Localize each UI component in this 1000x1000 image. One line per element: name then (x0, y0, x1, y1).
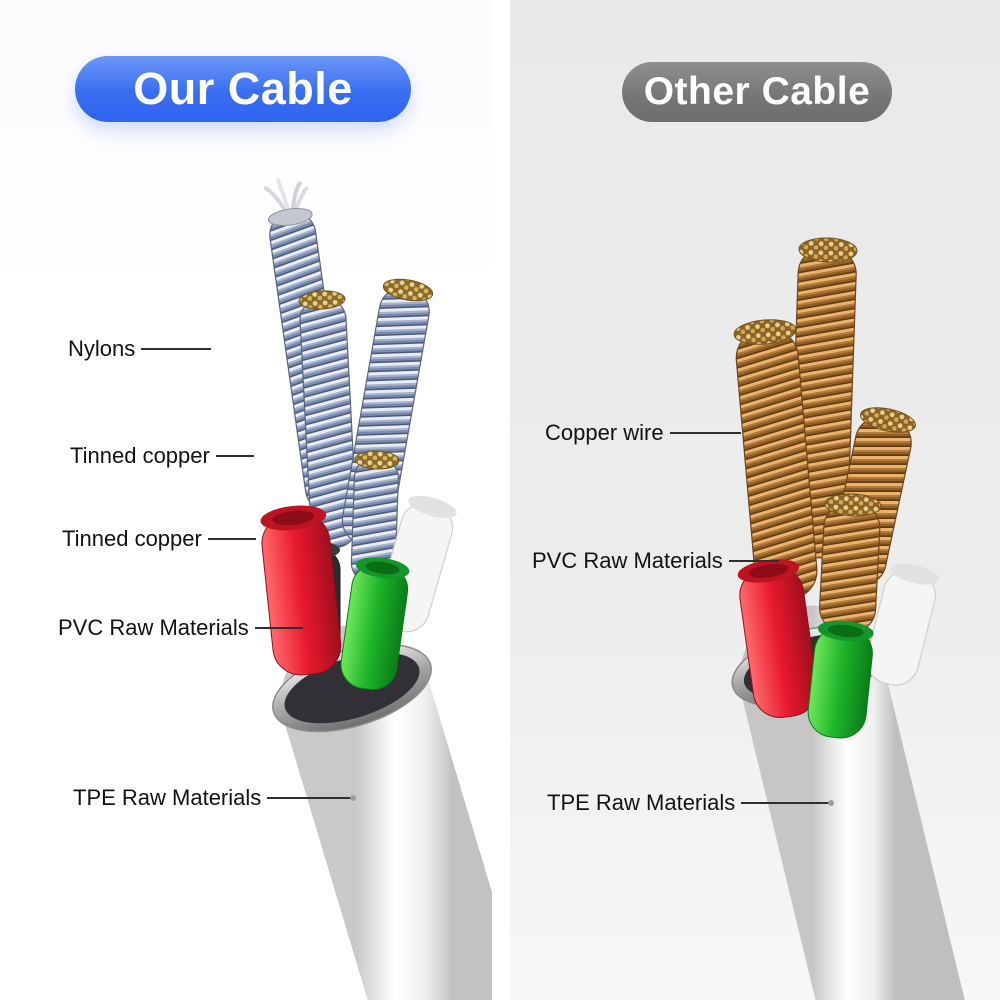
red-pvc-sleeve (737, 559, 818, 718)
label-copper-wire-text: Copper wire (545, 420, 664, 445)
white-sleeve (866, 563, 939, 686)
leader-line (728, 560, 779, 562)
gold-wire-tip (860, 407, 916, 433)
our-cable-illustration (260, 178, 492, 1000)
label-tpe-left: TPE Raw Materials (73, 785, 357, 811)
copper-bundle-back (788, 237, 858, 559)
green-pvc-sleeve (807, 620, 874, 739)
copper-bundle-front (819, 493, 882, 634)
gold-wire-tip (824, 493, 882, 517)
label-tinned-copper-2: Tinned copper (62, 526, 256, 552)
label-pvc-left: PVC Raw Materials (58, 615, 303, 641)
leader-line (207, 538, 256, 540)
wire-bundle-tinned-copper-2 (341, 278, 434, 546)
leader-line (741, 800, 835, 806)
gold-wire-tip (298, 290, 346, 310)
tpe-jacket (281, 625, 492, 1000)
panel-other-cable: Other Cable Copper wire PVC Raw Material… (510, 0, 1000, 1000)
leader-line (141, 348, 212, 350)
our-cable-title: Our Cable (75, 56, 411, 122)
black-sleeve (289, 541, 341, 664)
metal-collar (731, 624, 889, 708)
gold-wire-tip (733, 319, 797, 345)
leader-line (254, 627, 303, 629)
label-tpe-right-text: TPE Raw Materials (547, 790, 736, 815)
wire-bundle-nylon (264, 178, 353, 512)
white-sleeve (377, 495, 457, 633)
other-cable-title: Other Cable (622, 62, 892, 122)
label-tinned-copper-1-text: Tinned copper (70, 443, 210, 468)
tpe-jacket (739, 605, 965, 1000)
label-nylons-text: Nylons (68, 336, 136, 361)
metal-collar (272, 643, 432, 733)
wire-bundle-front (350, 450, 400, 584)
nylon-strands (264, 178, 309, 220)
leader-line (669, 432, 741, 434)
panel-our-cable: Our Cable Nylons Tinned copper Tinned co… (0, 0, 492, 1000)
label-pvc-left-text: PVC Raw Materials (58, 615, 249, 640)
other-cable-illustration (731, 237, 965, 1000)
gold-wire-tip (382, 278, 434, 302)
gold-wire-tip (354, 450, 400, 470)
label-nylons: Nylons (68, 336, 212, 362)
label-tinned-copper-2-text: Tinned copper (62, 526, 202, 551)
copper-bundle-right (829, 407, 916, 587)
wire-bundle-tinned-copper-1 (298, 290, 358, 549)
green-pvc-sleeve (340, 557, 410, 691)
label-copper-wire: Copper wire (545, 420, 741, 446)
label-tpe-right: TPE Raw Materials (547, 790, 835, 816)
label-pvc-right: PVC Raw Materials (532, 548, 779, 574)
label-tinned-copper-1: Tinned copper (70, 443, 254, 469)
label-pvc-right-text: PVC Raw Materials (532, 548, 723, 573)
leader-line (215, 455, 254, 457)
gold-wire-tip (798, 237, 858, 263)
leader-line (267, 795, 357, 801)
label-tpe-left-text: TPE Raw Materials (73, 785, 262, 810)
red-pvc-sleeve (260, 505, 342, 676)
